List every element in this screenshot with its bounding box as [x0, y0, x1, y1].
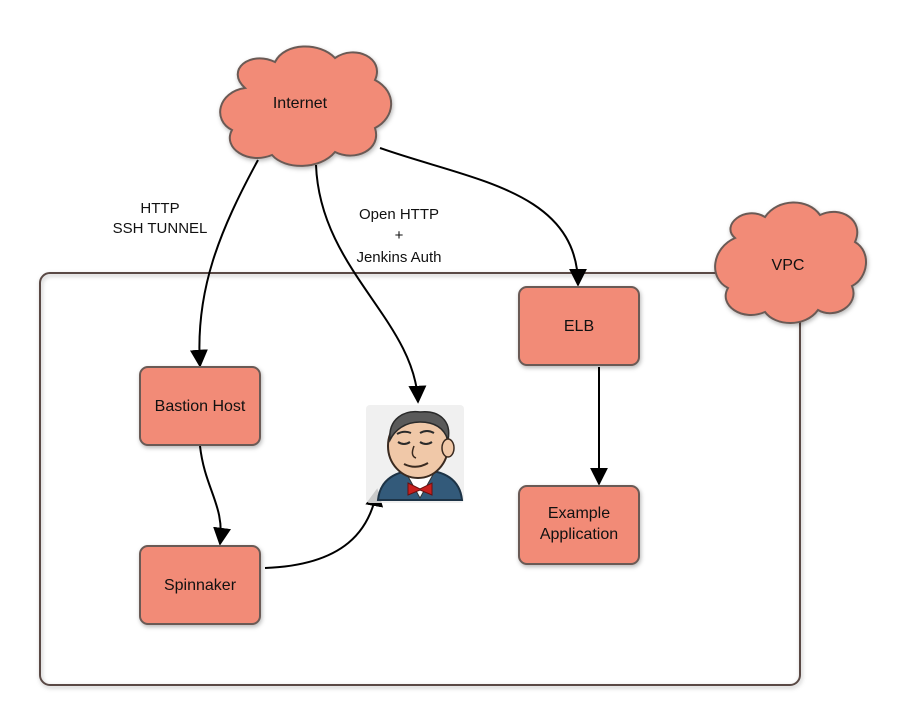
example-application-label-line2: Application [540, 526, 618, 543]
spinnaker-label: Spinnaker [164, 577, 237, 594]
edge-spinnaker-to-jenkins [264, 488, 384, 569]
bastion-host-label: Bastion Host [155, 398, 246, 415]
edge-label-jenkins: Open HTTP + Jenkins Auth [356, 206, 441, 266]
edge-internet-to-jenkins [315, 164, 427, 404]
bastion-host-node: Bastion Host [139, 366, 261, 446]
edge-label-jenkins-line1: Open HTTP [359, 206, 439, 223]
edge-internet-to-elb [379, 147, 587, 287]
spinnaker-node: Spinnaker [139, 545, 261, 625]
vpc-cloud: VPC [714, 201, 867, 324]
edges [189, 147, 608, 569]
edge-bastion-to-spinnaker [199, 445, 231, 546]
elb-node: ELB [518, 286, 640, 366]
example-application-label-line1: Example [548, 505, 610, 522]
elb-label: ELB [564, 318, 594, 335]
vpc-label: VPC [772, 257, 805, 274]
vpc-boundary [39, 272, 801, 686]
edge-label-bastion: HTTP SSH TUNNEL [113, 200, 208, 237]
edge-label-bastion-line1: HTTP [140, 200, 179, 217]
edge-label-jenkins-line2: + [395, 227, 404, 244]
jenkins-butler-icon [366, 405, 464, 503]
example-application-node: Example Application [518, 485, 640, 565]
internet-cloud: Internet [219, 45, 393, 167]
internet-label: Internet [273, 95, 328, 112]
edge-label-bastion-line2: SSH TUNNEL [113, 220, 208, 237]
edge-label-jenkins-line3: Jenkins Auth [356, 249, 441, 266]
edge-internet-to-bastion [189, 159, 259, 368]
